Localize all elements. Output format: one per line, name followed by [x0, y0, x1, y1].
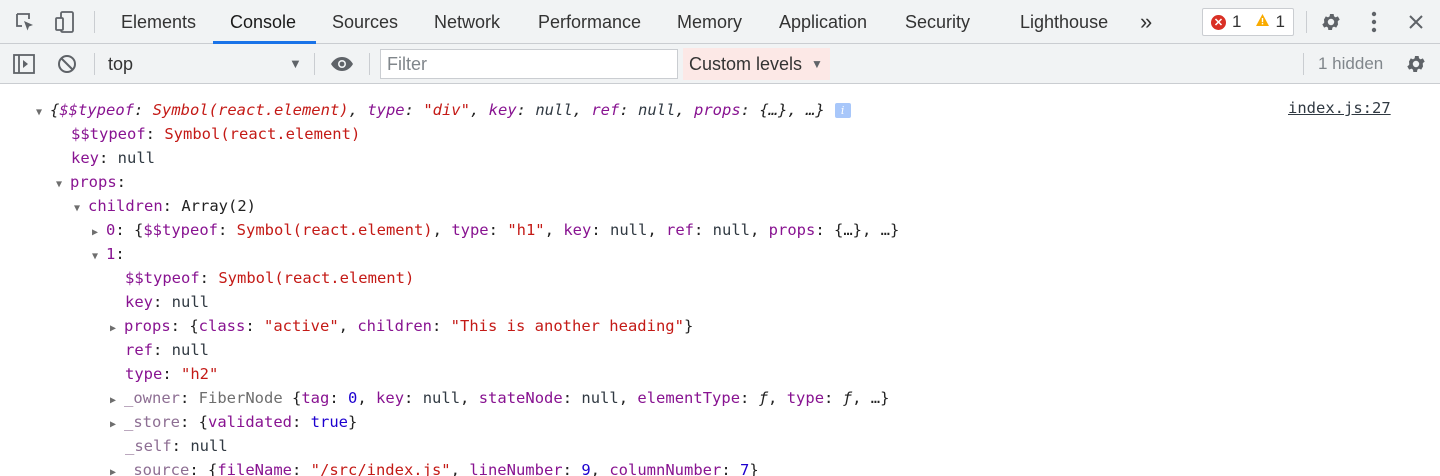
dropdown-arrow-icon[interactable]: ▼ — [289, 56, 302, 71]
inspect-element-icon[interactable] — [12, 0, 38, 44]
property-row[interactable]: ▶_source: {fileName: "/src/index.js", li… — [110, 458, 759, 476]
dropdown-arrow-icon: ▼ — [811, 57, 823, 71]
tab-sources[interactable]: Sources — [332, 12, 399, 32]
settings-icon[interactable] — [1318, 0, 1344, 44]
log-levels-dropdown[interactable]: Custom levels ▼ — [683, 48, 830, 80]
close-icon[interactable] — [1404, 0, 1428, 44]
property-row[interactable]: ▶0: {$$typeof: Symbol(react.element), ty… — [92, 218, 899, 242]
property-row[interactable]: _self: null — [125, 437, 228, 455]
expand-arrow-icon[interactable]: ▶ — [110, 323, 117, 334]
separator — [1303, 53, 1304, 75]
error-count: 1 — [1232, 12, 1242, 31]
tab-memory[interactable]: Memory — [677, 12, 743, 32]
clear-console-icon[interactable] — [55, 44, 79, 84]
property-row[interactable]: key: null — [125, 293, 209, 311]
source-link[interactable]: index.js:27 — [1288, 99, 1391, 117]
separator — [1306, 11, 1307, 33]
property-row[interactable]: $$typeof: Symbol(react.element) — [71, 125, 361, 143]
active-tab-indicator — [213, 41, 316, 44]
filter-input[interactable] — [380, 49, 678, 79]
tab-network[interactable]: Network — [434, 12, 501, 32]
log-levels-label: Custom levels — [689, 53, 803, 74]
kebab-menu-icon[interactable] — [1364, 0, 1384, 44]
sidebar-toggle-icon[interactable] — [12, 44, 36, 84]
console-output[interactable]: ▔▔▔▔▔▔▔▔▔▔▔▔▔▔▔ ▔▔▔▔▔▔▔▔▔ index.js:27 ▼{… — [0, 85, 1440, 476]
property-row[interactable]: ▶props: {class: "active", children: "Thi… — [110, 314, 693, 338]
info-icon[interactable]: i — [834, 103, 851, 118]
property-row[interactable]: key: null — [71, 149, 155, 167]
property-row[interactable]: ▼1: — [92, 242, 125, 266]
context-selector[interactable]: top — [108, 54, 134, 74]
hidden-messages-count[interactable]: 1 hidden — [1318, 54, 1384, 73]
expand-arrow-icon[interactable]: ▶ — [92, 227, 99, 238]
separator — [94, 53, 95, 75]
collapse-arrow-icon[interactable]: ▼ — [74, 203, 81, 214]
tab-application[interactable]: Application — [779, 12, 868, 32]
collapse-arrow-icon[interactable]: ▼ — [56, 179, 63, 190]
collapse-arrow-icon[interactable]: ▼ — [92, 251, 99, 262]
property-row[interactable]: ▶_store: {validated: true} — [110, 410, 357, 434]
tab-lighthouse[interactable]: Lighthouse — [1020, 12, 1109, 32]
object-summary-root[interactable]: ▼{$$typeof: Symbol(react.element), type:… — [36, 98, 851, 122]
property-row[interactable]: $$typeof: Symbol(react.element) — [125, 269, 415, 287]
issues-counter[interactable]: ✕ 1 1 — [1202, 8, 1294, 36]
property-row[interactable]: ▶_owner: FiberNode {tag: 0, key: null, s… — [110, 386, 889, 410]
tab-elements[interactable]: Elements — [121, 12, 197, 32]
separator — [369, 53, 370, 75]
property-row[interactable]: ▼props: — [56, 170, 126, 194]
warning-count: 1 — [1275, 12, 1285, 31]
separator — [94, 11, 95, 33]
warning-icon — [1255, 12, 1270, 32]
separator — [314, 53, 315, 75]
eye-icon[interactable] — [328, 44, 356, 84]
tab-console[interactable]: Console — [230, 12, 297, 32]
error-icon: ✕ — [1211, 14, 1226, 30]
property-row[interactable]: ref: null — [125, 341, 209, 359]
device-toolbar-icon[interactable] — [52, 0, 78, 44]
collapse-arrow-icon[interactable]: ▼ — [36, 107, 43, 118]
devtools-tab-bar: Elements Console Sources Network Perform… — [0, 0, 1440, 44]
more-tabs-icon[interactable]: » — [1140, 9, 1153, 34]
tab-security[interactable]: Security — [905, 12, 971, 32]
console-toolbar: top ▼ Custom levels ▼ 1 hidden — [0, 44, 1440, 84]
property-row[interactable]: type: "h2" — [125, 365, 219, 383]
expand-arrow-icon[interactable]: ▶ — [110, 395, 117, 406]
expand-arrow-icon[interactable]: ▶ — [110, 419, 117, 430]
property-row[interactable]: ▼children: Array(2) — [74, 194, 256, 218]
settings-icon[interactable] — [1404, 44, 1428, 84]
expand-arrow-icon[interactable]: ▶ — [110, 467, 117, 476]
tab-performance[interactable]: Performance — [538, 12, 642, 32]
